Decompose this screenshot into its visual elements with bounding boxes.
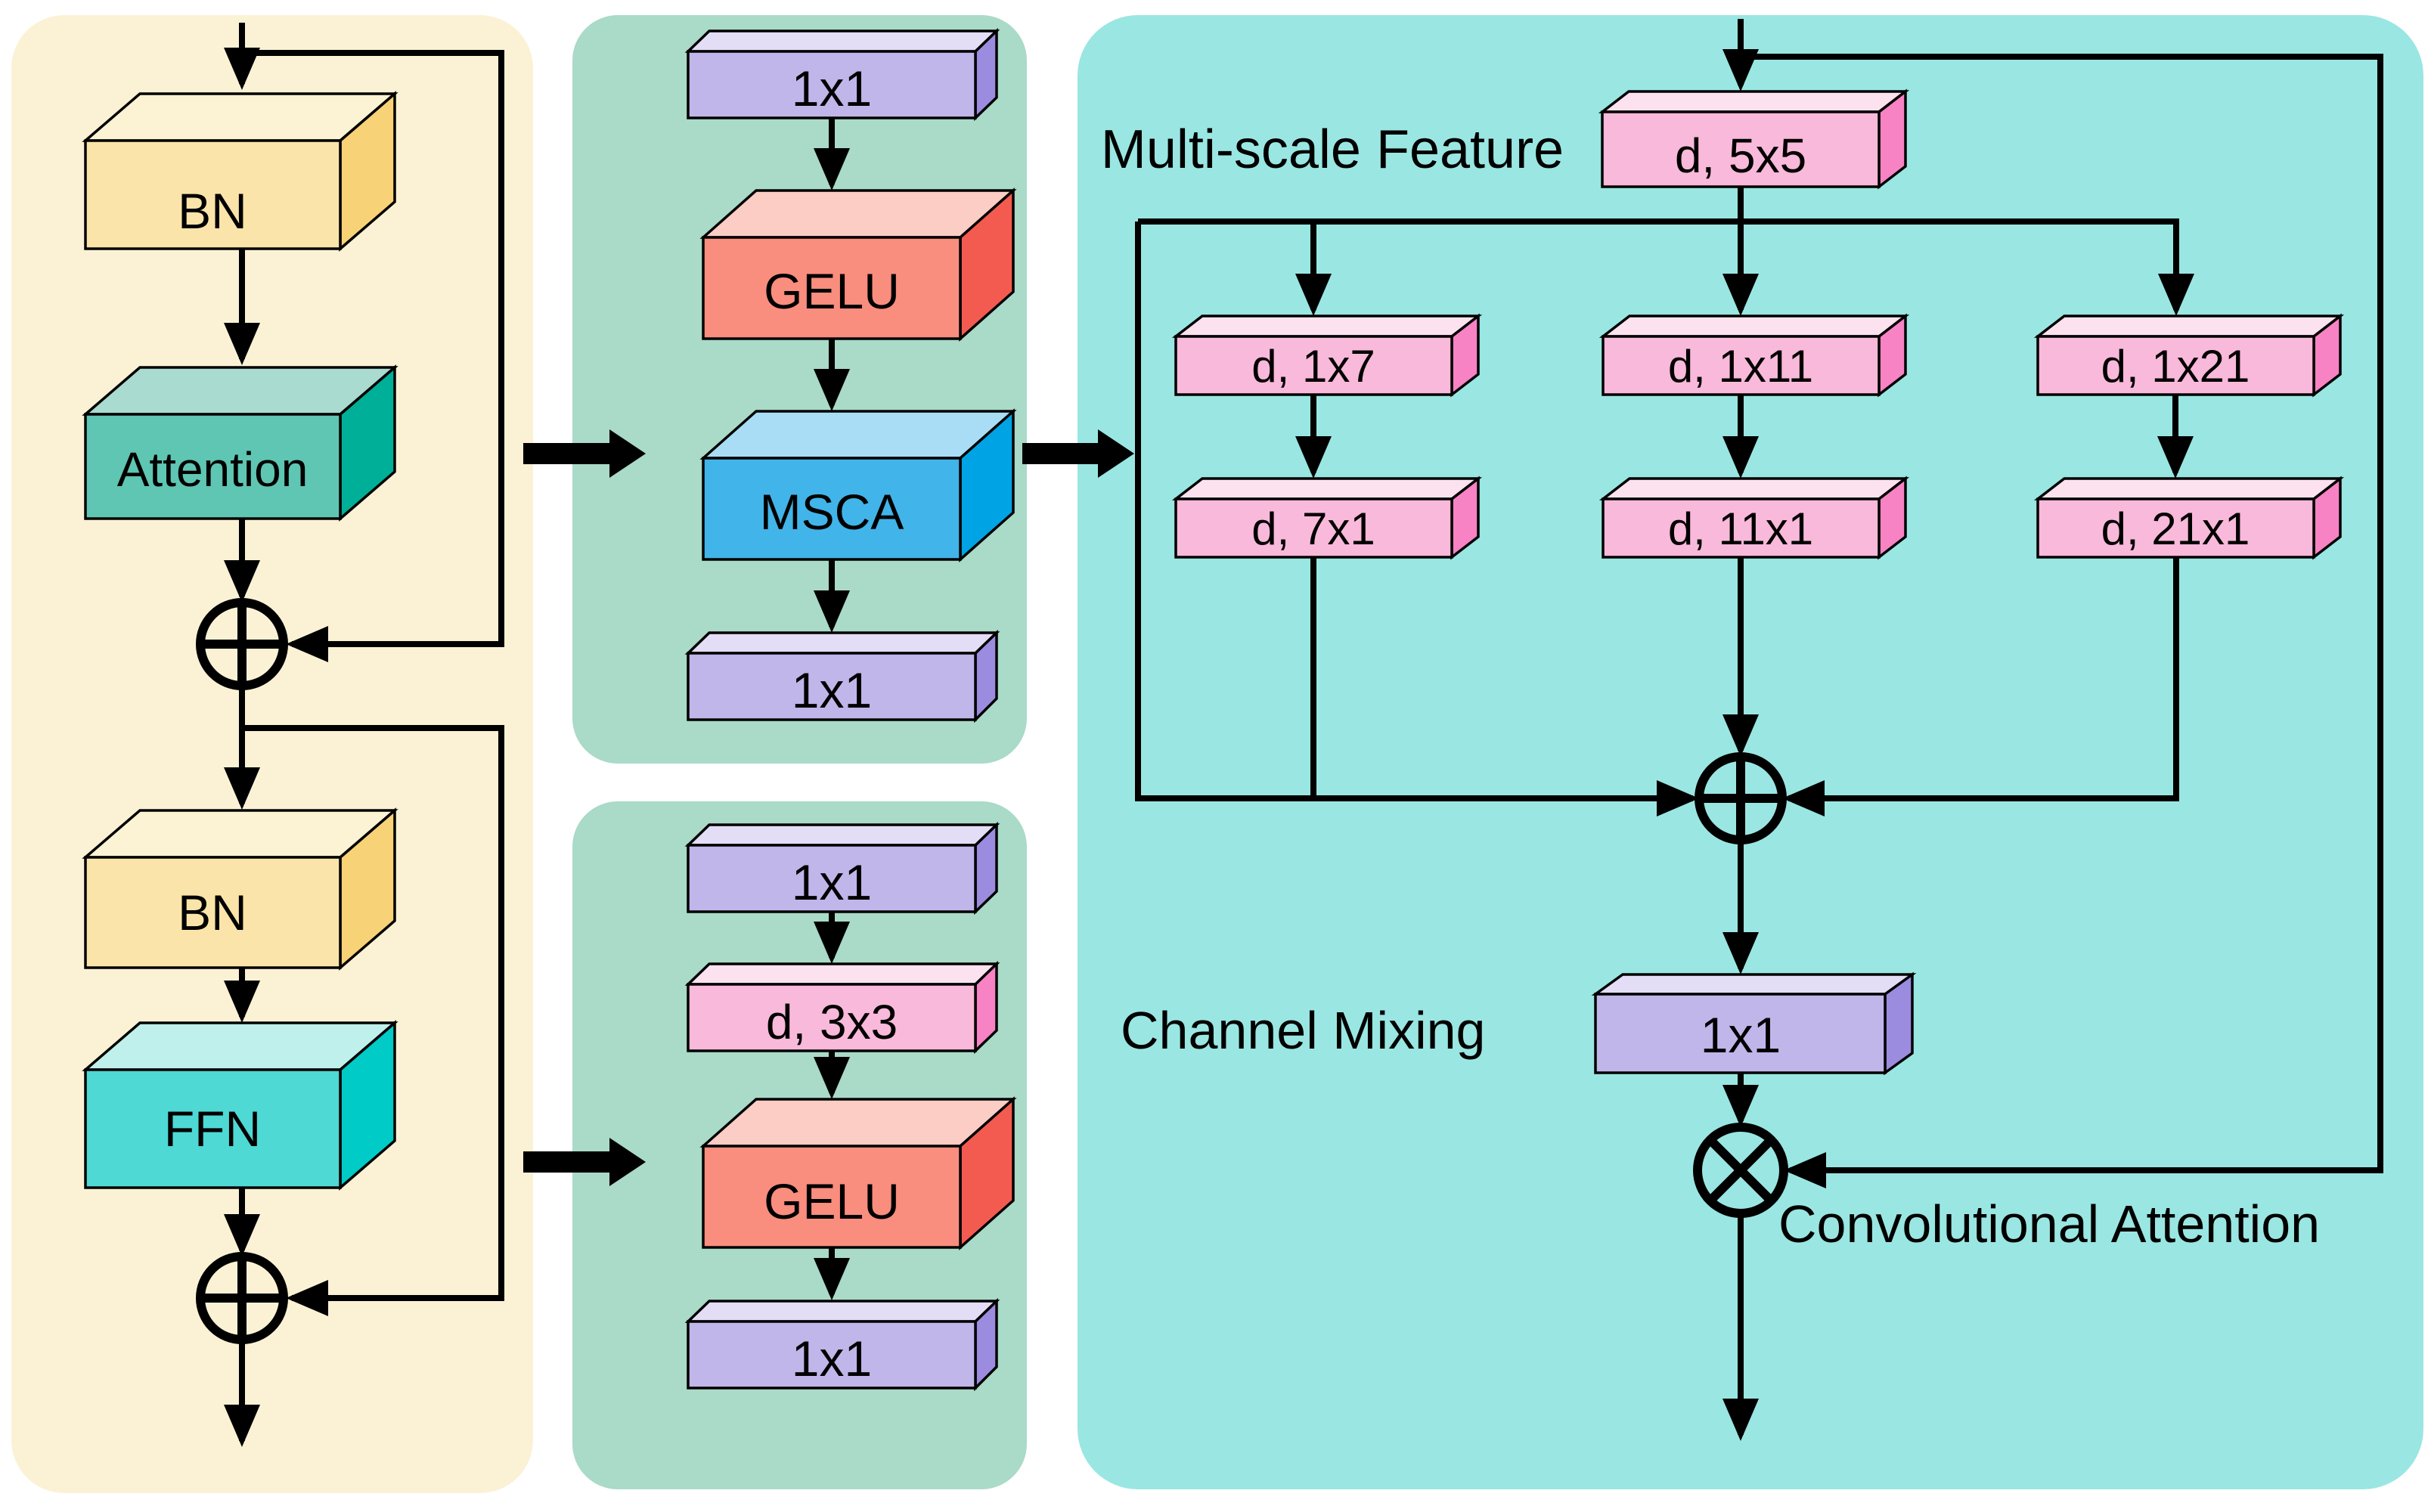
attention-conv-out-label: 1x1	[792, 662, 872, 718]
add-icon	[196, 1252, 288, 1344]
multi-scale-feature-label: Multi-scale Feature	[1101, 119, 1564, 180]
branch3-conv-a-box: d, 1x21	[2033, 313, 2345, 398]
msca-box: MSCA	[699, 408, 1017, 562]
attention-box: Attention	[82, 364, 398, 522]
branch1-conv-a-label: d, 1x7	[1251, 341, 1375, 392]
expand-attention-arrow-icon	[523, 429, 646, 478]
ffn-gelu-box: GELU	[699, 1096, 1017, 1250]
ffn-conv-in-box: 1x1	[684, 821, 1000, 916]
branch2-conv-b-label: d, 11x1	[1668, 503, 1813, 554]
channel-mixing-label: Channel Mixing	[1121, 1001, 1485, 1060]
attention-gelu-label: GELU	[764, 263, 900, 319]
attention-conv-out-box: 1x1	[684, 629, 1000, 723]
channel-mix-conv-box: 1x1	[1591, 971, 1917, 1076]
attention-skip-connection	[242, 50, 504, 662]
branch1-conv-b-box: d, 7x1	[1171, 476, 1483, 560]
branch1-conv-b-label: d, 7x1	[1251, 503, 1375, 554]
bn-bottom-box: BN	[82, 807, 398, 971]
bn-top-box: BN	[82, 91, 398, 252]
branch-line-and-branch3-arrow	[1138, 218, 2194, 316]
expand-msca-arrow-icon	[1022, 429, 1134, 478]
dw55-box: d, 5x5	[1598, 88, 1910, 190]
ffn-label: FFN	[164, 1101, 261, 1157]
add-icon	[196, 598, 288, 690]
ffn-box: FFN	[82, 1020, 398, 1191]
bn-bottom-label: BN	[178, 885, 247, 940]
ffn-conv-out-label: 1x1	[792, 1331, 872, 1387]
attention-multiply-skip	[1741, 54, 2383, 1188]
msca-detail-panel	[1078, 15, 2423, 1489]
channel-mix-conv-label: 1x1	[1701, 1007, 1781, 1063]
dw55-label: d, 5x5	[1675, 129, 1806, 183]
attention-conv-in-box: 1x1	[684, 27, 1000, 122]
msca-label: MSCA	[760, 484, 904, 540]
left-panel-connectors	[224, 23, 504, 1447]
branch3-conv-a-label: d, 1x21	[2101, 341, 2250, 392]
ffn-conv-out-box: 1x1	[684, 1297, 1000, 1392]
add-icon	[1695, 752, 1787, 844]
ffn-skip-connection	[242, 725, 504, 1316]
msca-detail-connectors	[1135, 19, 2383, 1441]
branch3-conv-b-label: d, 21x1	[2101, 503, 2250, 554]
ffn-dwconv-box: d, 3x3	[684, 960, 1000, 1055]
multiply-icon	[1693, 1123, 1788, 1218]
convolutional-attention-label: Convolutional Attention	[1778, 1194, 2320, 1253]
ffn-conv-in-label: 1x1	[792, 854, 872, 910]
ffn-dwconv-label: d, 3x3	[766, 995, 898, 1049]
branch2-conv-b-box: d, 11x1	[1598, 476, 1910, 560]
attention-conv-in-label: 1x1	[792, 60, 872, 116]
branch3-conv-b-box: d, 21x1	[2033, 476, 2345, 560]
branch1-conv-a-box: d, 1x7	[1171, 313, 1483, 398]
ffn-gelu-label: GELU	[764, 1173, 900, 1229]
branch3-to-sum	[1782, 557, 2179, 816]
attention-label: Attention	[117, 442, 309, 497]
branch2-conv-a-label: d, 1x11	[1668, 341, 1813, 392]
attention-gelu-box: GELU	[699, 187, 1017, 342]
identity-branch-to-sum	[1135, 222, 1699, 816]
branch2-conv-a-box: d, 1x11	[1598, 313, 1910, 398]
expand-ffn-arrow-icon	[523, 1138, 646, 1186]
bn-top-label: BN	[178, 183, 247, 239]
